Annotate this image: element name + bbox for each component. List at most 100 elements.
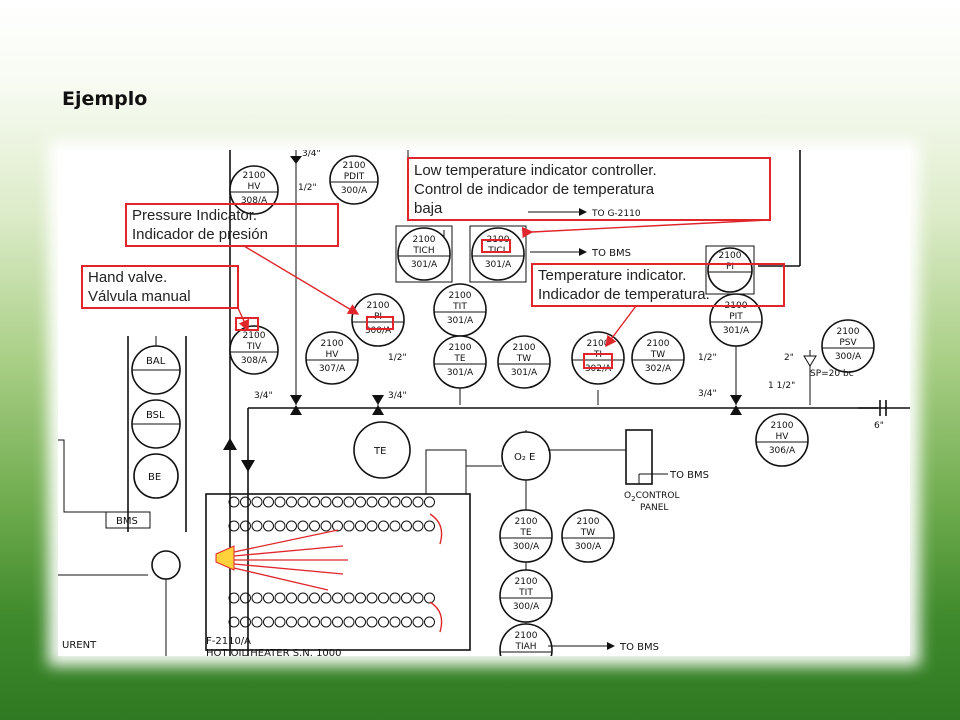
instrument-tag: TICH [412,246,434,256]
annotation-box-pi [125,203,339,247]
instrument-tag: PI [726,262,734,272]
instrument-tag: TIT [452,302,467,312]
bms-box-label: BMS [116,516,138,527]
annotation-box-ticl [407,157,771,221]
highlight-ticl [481,239,511,253]
annotation-pi-line2: Indicador de presión [132,226,268,243]
annotation-box-ti [531,263,785,307]
current-label: URENT [62,640,97,651]
annotation-ticl-line1: Low temperature indicator controller. [414,162,657,179]
instrument-tag: TW [516,354,531,364]
instrument-number: 2100 [243,171,266,181]
annotation-ti-line2: Indicador de temperatura. [538,286,710,303]
highlight-tiv [235,317,259,331]
burner-management-stack: BAL BSL BE BMS [58,336,255,656]
to-bms-3: TO BMS [669,470,709,481]
instrument-number: 2100 [587,339,610,349]
pid-drawing: BAL BSL BE BMS F-2110/A HOT OIL HEATER S… [58,150,910,656]
sp-label: SP=20 bc [810,369,854,379]
o2-control-label: O2CONTROL [624,491,680,503]
size-12c: 1/2" [698,353,717,363]
heater-tag: F-2110/A [206,636,251,647]
size-34d: 3/4" [698,389,717,399]
signal-lines: TO BMS TO G-2110 TO BMS [528,208,659,653]
piping [229,150,910,656]
instrument-number: 2100 [449,343,472,353]
slide-title: Ejemplo [62,88,148,110]
instrument-tag: TIT [518,588,533,598]
be-label: BE [148,472,161,483]
pid-diagram: BAL BSL BE BMS F-2110/A HOT OIL HEATER S… [58,150,910,656]
size-2: 2" [784,353,794,363]
instrument-loop: 301/A [723,326,750,336]
size-34a: 3/4" [302,150,321,159]
instrument-loop: 307/A [319,364,346,374]
annotation-pi-line1: Pressure Indicator. [132,207,257,224]
instrument-number: 2100 [771,421,794,431]
annotation-hv-line1: Hand valve. [88,269,167,286]
heater-desc: HOT OIL HEATER S.N. 1000 [206,648,342,656]
instrument-number: 2100 [513,343,536,353]
instrument-number: 2100 [837,327,860,337]
instrument-loop: 301/A [511,368,538,378]
valves: 3/4" 1/2" 3/4" 3/4" 1/2" 1/2" 3/4" 2" 1 … [254,150,884,431]
annotation-ti-line1: Temperature indicator. [538,267,686,284]
annotation-box-hv [81,265,239,309]
instrument-loop: 300/A [365,326,392,336]
instrument-tag: TE [453,354,465,364]
annotation-ticl-line2: Control de indicador de temperatura [414,181,655,198]
hot-oil-heater: F-2110/A HOT OIL HEATER S.N. 1000 URENT [62,493,471,656]
bsl-label: BSL [146,410,165,421]
instrument-tag: HV [776,432,790,442]
instrument-loop: 302/A [645,364,672,374]
to-bms-1: TO BMS [591,248,631,259]
size-34b: 3/4" [254,391,273,401]
size-6: 6" [874,421,884,431]
instrument-loop: 308/A [241,196,268,206]
instrument-tag: TW [580,528,595,538]
instrument-number: 2100 [647,339,670,349]
instrument-tag: HV [248,182,262,192]
instrument-tag: TW [650,350,665,360]
te-label: TE [373,446,386,457]
instrument-tag: PDIT [344,172,365,182]
instrument-number: 2100 [719,251,742,261]
bal-label: BAL [146,356,166,367]
annotation-ticl-line3: baja [414,200,443,217]
instrument-tag: HV [326,350,340,360]
instrument-bubble: 2100TIAH300/A [499,623,553,656]
size-12a: 1/2" [298,183,317,193]
instrument-loop: 308/A [241,356,268,366]
highlight-pi [366,316,394,330]
annotation-hv-line2: Válvula manual [88,288,191,305]
instrument-number: 2100 [343,161,366,171]
instrument-number: 2100 [367,301,390,311]
instrument-number: 2100 [243,331,266,341]
instrument-loop: 300/A [513,542,540,552]
instrument-number: 2100 [413,235,436,245]
instrument-number: 2100 [515,517,538,527]
instrument-tag: TIV [246,342,262,352]
o2-analyzer: TE O₂ E TO BMS O2CONTROL PANEL [353,421,709,513]
o2e-label: O₂ E [514,452,535,463]
instrument-loop: 300/A [513,602,540,612]
panel-label: PANEL [640,503,668,513]
size-34c: 3/4" [388,391,407,401]
instrument-loop: 300/A [341,186,368,196]
